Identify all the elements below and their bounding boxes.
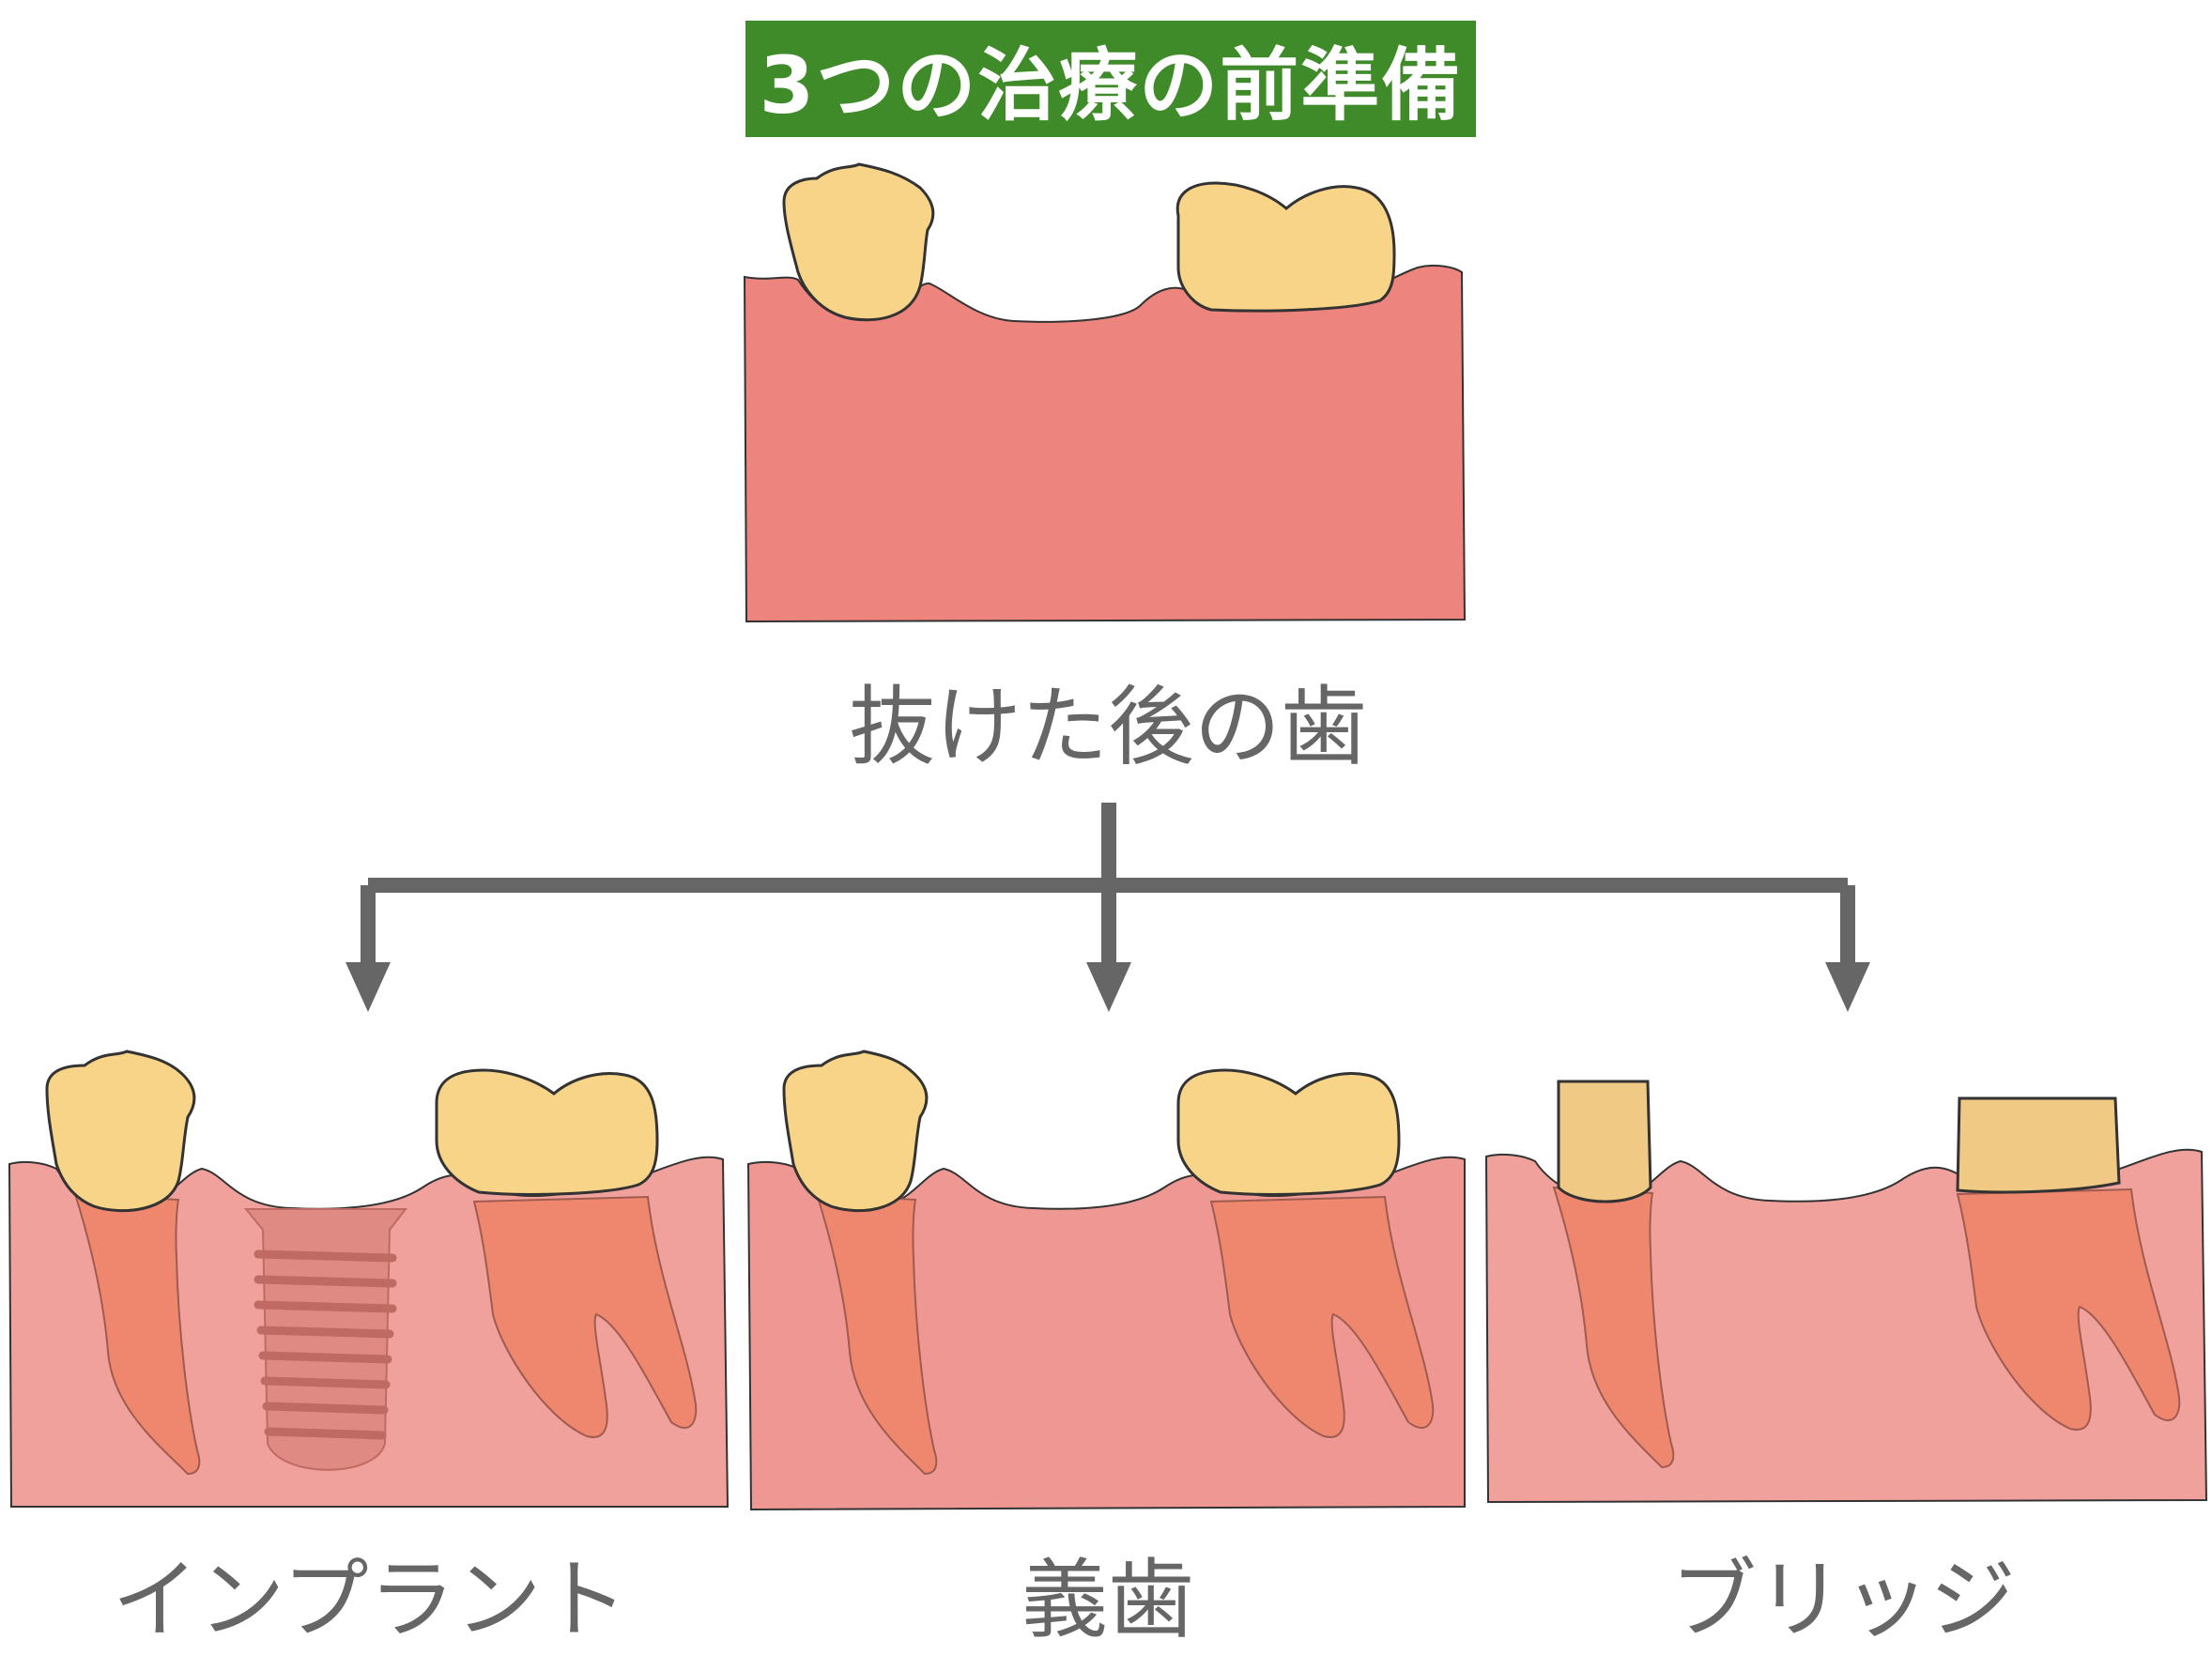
implant-label: インプラント: [112, 1550, 628, 1650]
arrow-down-icon: [1825, 962, 1870, 1012]
prepared-abutment-left: [1557, 1080, 1652, 1203]
bridge-illustration: [1484, 1080, 2208, 1504]
tooth-root-right: [1209, 1195, 1435, 1438]
implant-illustration: [8, 1050, 730, 1508]
tooth-root-right: [1956, 1188, 2181, 1431]
tooth-crown-right: [435, 1068, 659, 1196]
diagram-title: 3つの治療の前準備: [759, 38, 1463, 131]
title-banner: 3つの治療の前準備: [745, 21, 1476, 137]
tooth-crown-left: [45, 1050, 196, 1213]
arrow-down-icon: [1086, 962, 1131, 1012]
tooth-root-left: [815, 1192, 938, 1476]
denture-illustration: [746, 1050, 1466, 1511]
tooth-crown-right: [1175, 181, 1396, 313]
extracted-tooth-label: 抜けた後の歯: [848, 677, 1368, 777]
arrow-down-icon: [346, 962, 391, 1012]
branch-arrows: [346, 803, 1870, 1012]
tooth-root-left: [73, 1192, 201, 1476]
extracted-gum-illustration: [743, 162, 1467, 623]
prepared-abutment-right: [1956, 1096, 2121, 1194]
tooth-crown-right: [1176, 1068, 1401, 1196]
bridge-label: ブリッジ: [1669, 1550, 2017, 1650]
denture-label: 義歯: [1021, 1550, 1195, 1650]
tooth-crown-left: [782, 1050, 929, 1213]
tooth-root-left: [1552, 1186, 1675, 1469]
implant-screw-icon: [243, 1208, 408, 1471]
tooth-crown-left: [782, 162, 935, 322]
tooth-root-right: [472, 1195, 698, 1438]
